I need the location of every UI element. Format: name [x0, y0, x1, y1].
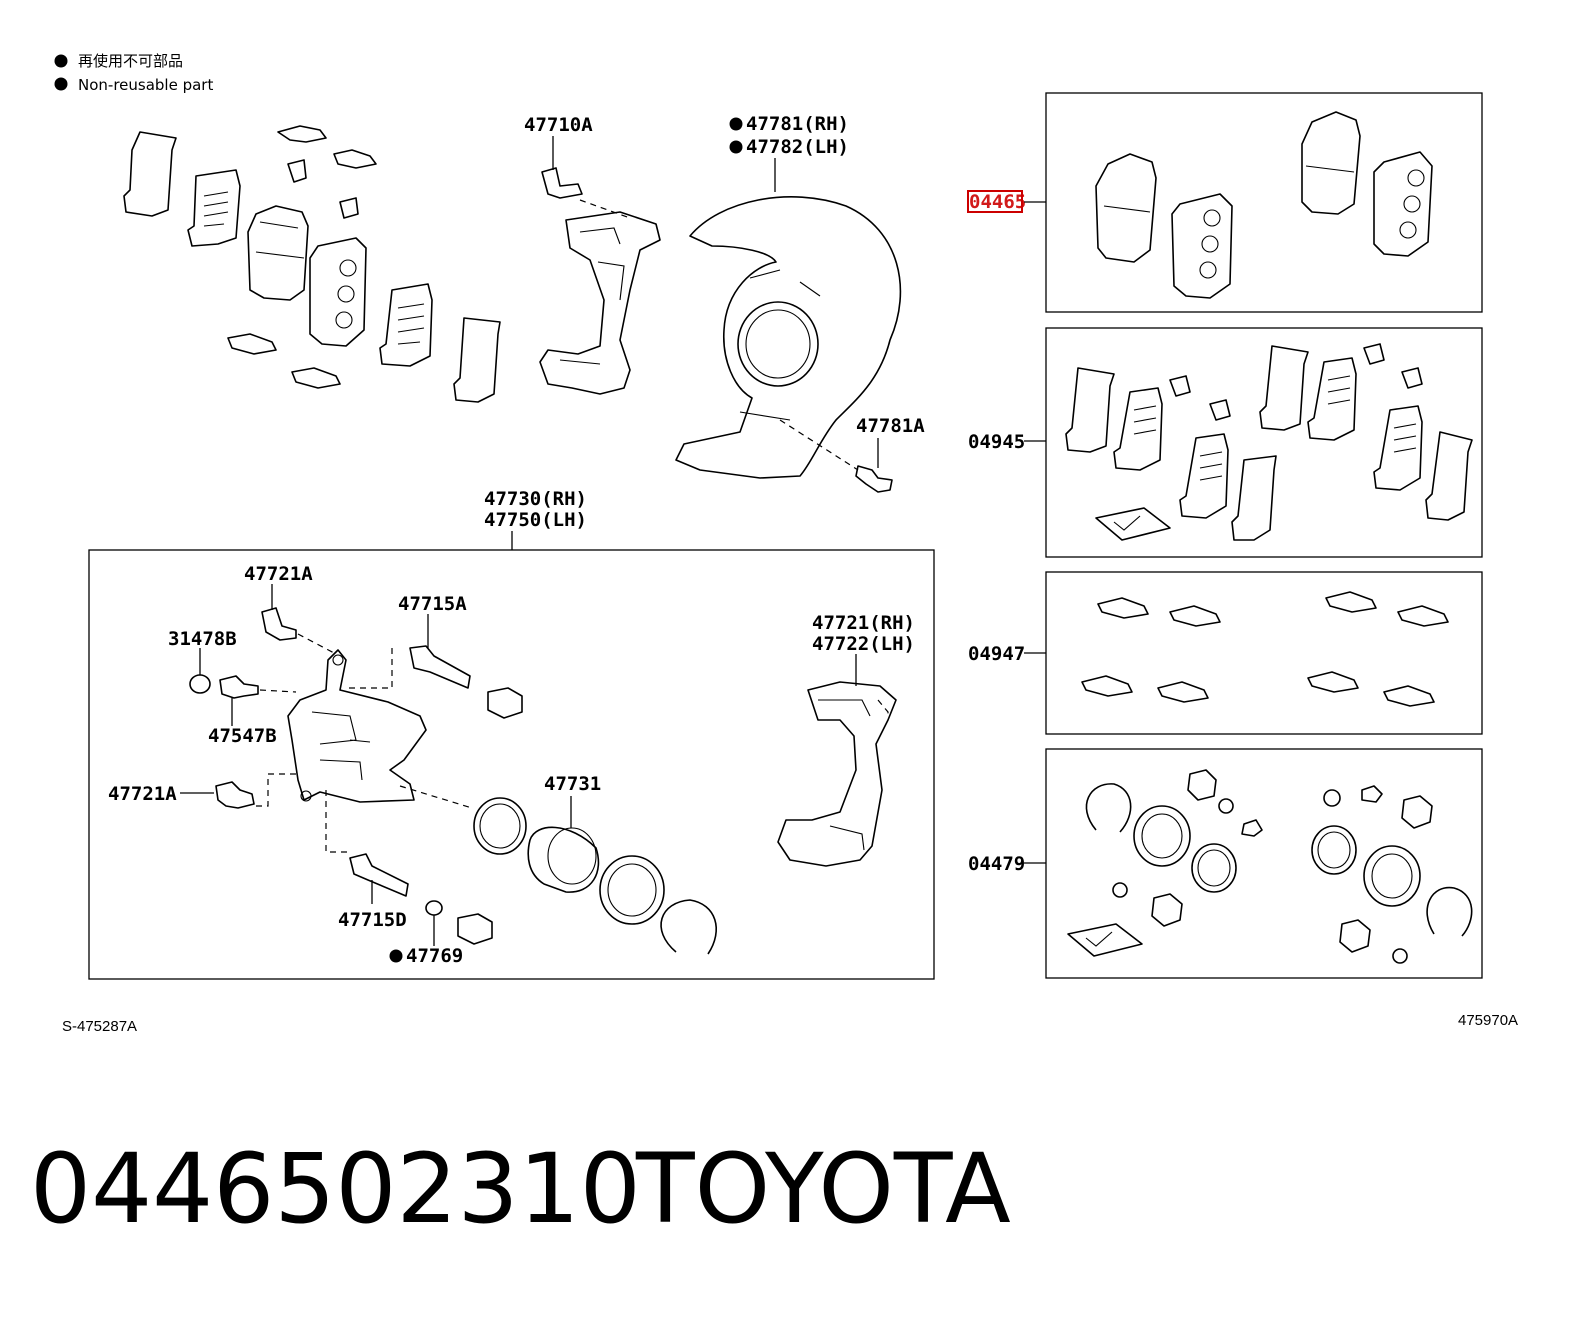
drawing-code-left: S-475287A	[62, 1018, 137, 1035]
non-reusable-bullet-icon	[389, 949, 403, 963]
callout-47730-rh: 47730(RH)	[484, 488, 587, 510]
callout-47750-lh: 47750(LH)	[484, 509, 587, 531]
legend: 再使用不可部品 Non-reusable part	[54, 52, 213, 94]
highlight-box	[967, 190, 1023, 213]
kit-04465[interactable]: 04465	[967, 92, 1483, 313]
kit-04479[interactable]: 04479	[968, 748, 1483, 979]
non-reusable-bullet-icon	[54, 54, 68, 68]
non-reusable-bullet-icon	[54, 77, 68, 91]
callout-47721-rh: 47721(RH)	[812, 612, 915, 634]
kit-label-04945: 04945	[968, 431, 1025, 453]
callout-47781-rh: 47781(RH)	[746, 113, 849, 135]
kit-label-04479: 04479	[968, 853, 1025, 875]
callout-47769: 47769	[406, 945, 463, 967]
non-reusable-bullet-icon	[729, 140, 743, 154]
drawing-code-right: 475970A	[1458, 1012, 1518, 1029]
torque-plate-drawing	[539, 167, 661, 395]
kit-04945[interactable]: 04945	[968, 327, 1483, 558]
callout-47710A: 47710A	[524, 114, 593, 136]
callout-47721A-top: 47721A	[244, 563, 313, 585]
upper-pad-assembly-drawing	[123, 125, 501, 403]
callout-47715A: 47715A	[398, 593, 467, 615]
callout-47782-lh: 47782(LH)	[746, 136, 849, 158]
caliper-assembly-drawing	[180, 584, 897, 955]
caliper-assembly-frame	[88, 549, 935, 980]
kit-label-04947: 04947	[968, 643, 1025, 665]
callout-47781A: 47781A	[856, 415, 925, 437]
brand-name: TOYOTA	[635, 1133, 1011, 1245]
callout-47722-lh: 47722(LH)	[812, 633, 915, 655]
dust-cover-drawing	[675, 196, 902, 493]
kit-label-04465: 04465	[969, 191, 1026, 213]
non-reusable-bullet-icon	[729, 117, 743, 131]
callout-47547B: 47547B	[208, 725, 277, 747]
callout-47715D: 47715D	[338, 909, 407, 931]
callout-47721A-left: 47721A	[108, 783, 177, 805]
callout-47731: 47731	[544, 773, 601, 795]
callout-31478B: 31478B	[168, 628, 237, 650]
kit-04947[interactable]: 04947	[968, 571, 1483, 735]
legend-en: Non-reusable part	[78, 76, 213, 94]
caliper-callouts: 47721A 31478B 47715A 47547B 47721A 47731…	[108, 563, 915, 967]
upper-callouts: 47710A 47781(RH) 47782(LH) 47781A 47730(…	[484, 113, 925, 550]
legend-jp: 再使用不可部品	[78, 52, 183, 70]
part-number: 0446502310	[30, 1133, 641, 1245]
